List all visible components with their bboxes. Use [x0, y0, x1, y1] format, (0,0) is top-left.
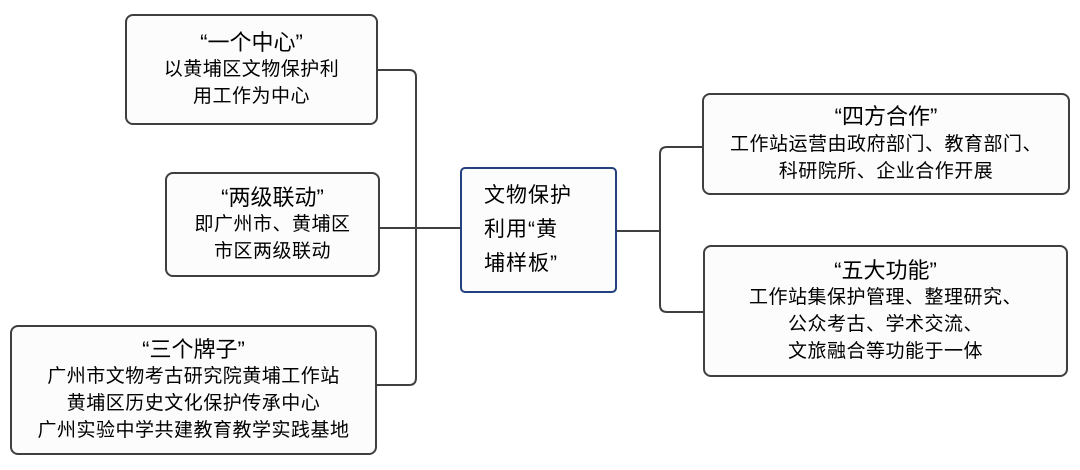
node-title: “五大功能” [834, 257, 937, 283]
node-text-line: 用工作为中心 [192, 86, 310, 108]
node-title: “两级联动” [221, 184, 324, 210]
node-text-line: 即广州市、黄埔区 [194, 214, 351, 236]
connector-left-bracket [377, 69, 417, 386]
node-text-line: 以黄埔区文物保护利 [163, 59, 340, 81]
node-text-line: 黄埔区历史文化保护传承中心 [66, 393, 321, 415]
node-title: “四方合作” [834, 104, 938, 130]
node-text-line: 利用“黄 [484, 217, 558, 241]
node-text-line: 文旅融合等功能于一体 [787, 341, 983, 363]
node-title: “一个中心” [200, 29, 303, 55]
node-text-line: 工作站运营由政府部门、教育部门、 [729, 133, 1042, 155]
node-title: “三个牌子” [142, 336, 245, 362]
node-text-line: 广州市文物考古研究院黄埔工作站 [47, 366, 340, 388]
node-text-line: 市区两级联动 [213, 241, 331, 263]
node-text-line: 科研院所、企业合作开展 [778, 160, 994, 182]
connector-right-bracket [659, 146, 703, 313]
node-one-center: “一个中心” 以黄埔区文物保护利 用工作为中心 [125, 14, 378, 125]
node-text-line: 埔样板” [484, 252, 558, 275]
node-center-huangpu-model: 文物保护 利用“黄 埔样板” [460, 167, 617, 293]
node-two-level-linkage: “两级联动” 即广州市、黄埔区 市区两级联动 [165, 172, 380, 277]
node-text-line: 广州实验中学共建教育教学实践基地 [37, 420, 350, 442]
node-five-functions: “五大功能” 工作站集保护管理、整理研究、 公众考古、学术交流、 文旅融合等功能… [703, 245, 1068, 377]
node-four-party-cooperation: “四方合作” 工作站运营由政府部门、教育部门、 科研院所、企业合作开展 [702, 93, 1070, 195]
node-text-line: 工作站集保护管理、整理研究、 [748, 287, 1022, 309]
node-text-line: 公众考古、学术交流、 [787, 314, 983, 336]
node-three-plaques: “三个牌子” 广州市文物考古研究院黄埔工作站 黄埔区历史文化保护传承中心 广州实… [10, 325, 377, 455]
node-text-line: 文物保护 [484, 183, 572, 207]
